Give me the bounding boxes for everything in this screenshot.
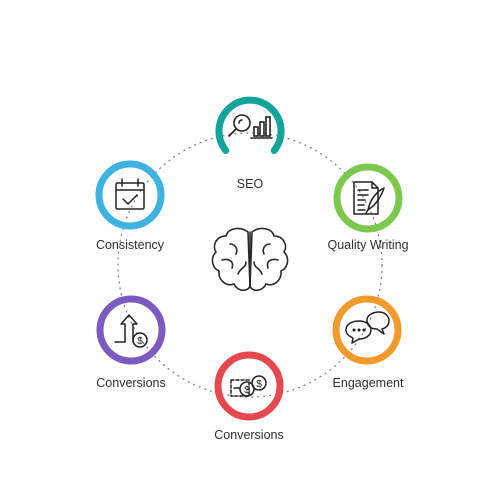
cycle-path: [117, 132, 383, 398]
node-conversions-left: $: [95, 294, 167, 366]
svg-text:$: $: [256, 379, 262, 390]
conversions-left-label: Conversions: [96, 376, 166, 390]
calendar-check-icon: [115, 178, 145, 210]
node-seo: [214, 92, 286, 164]
cash-coins-icon: $ $: [230, 375, 267, 397]
svg-text:$: $: [137, 336, 143, 347]
quality-writing-label: Quality Writing: [327, 238, 409, 252]
conversions-left-ring: [96, 295, 166, 365]
arrow-up-dollar-icon: $: [114, 314, 148, 348]
svg-text:$: $: [244, 385, 250, 396]
engagement-label: Engagement: [332, 376, 404, 390]
consistency-label: Consistency: [95, 238, 165, 252]
node-conversions-bottom: $ $: [213, 350, 285, 422]
seo-ring: [215, 96, 285, 154]
brain-icon: [211, 227, 289, 292]
node-engagement: [331, 294, 403, 366]
conversions-bottom-label: Conversions: [214, 428, 284, 442]
engagement-ring: [332, 295, 402, 365]
seo-label: SEO: [236, 177, 264, 191]
chat-bubbles-icon: [345, 311, 390, 344]
node-quality-writing: [332, 162, 404, 234]
quality-writing-ring: [333, 163, 403, 233]
magnifier-bar-chart-icon: [228, 114, 273, 139]
node-consistency: [94, 159, 166, 231]
document-quill-icon: [353, 181, 385, 215]
consistency-ring: [95, 160, 165, 230]
conversions-bottom-ring: [214, 351, 284, 421]
